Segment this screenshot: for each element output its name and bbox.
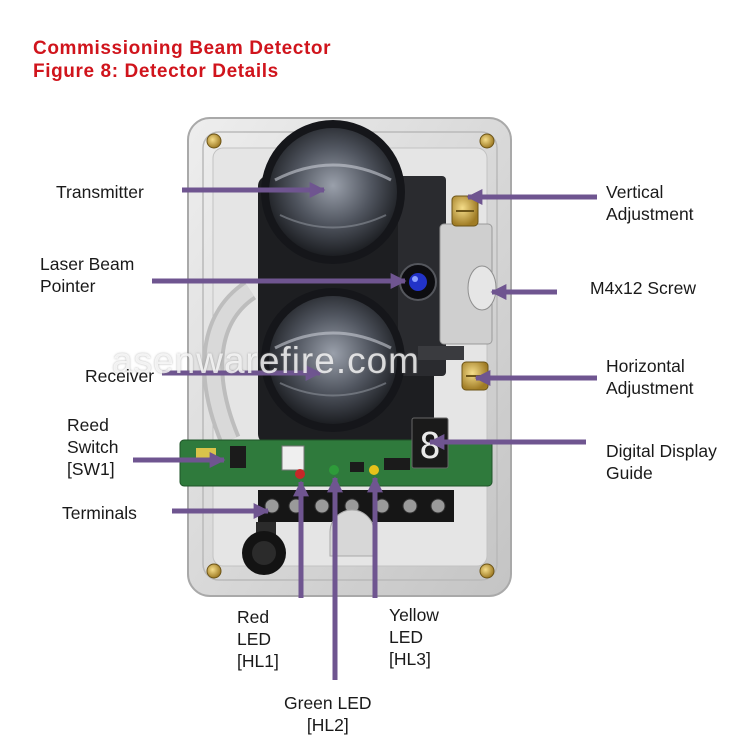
watermark: asenwarefire.com xyxy=(112,340,421,381)
label-reed-switch: Reed Switch [SW1] xyxy=(67,415,119,479)
label-laser-beam-pointer: Laser Beam Pointer xyxy=(40,254,135,296)
figure-title-line2: Figure 8: Detector Details xyxy=(33,61,279,82)
label-receiver: Receiver xyxy=(85,366,155,386)
laser-pointer-lens xyxy=(399,263,437,301)
receiver-lens xyxy=(261,288,405,432)
label-yellow-led: Yellow LED [HL3] xyxy=(389,605,439,669)
label-green-led: Green LED [HL2] xyxy=(284,693,372,735)
label-terminals: Terminals xyxy=(62,503,137,523)
cable-gland xyxy=(242,509,375,575)
label-m4x12-screw: M4x12 Screw xyxy=(590,278,697,298)
pointer-arrows xyxy=(133,181,597,680)
label-horizontal-adjustment: Horizontal Adjustment xyxy=(606,356,694,398)
label-transmitter: Transmitter xyxy=(56,182,144,202)
corner-screws xyxy=(206,133,495,579)
label-vertical-adjustment: Vertical Adjustment xyxy=(606,182,694,224)
label-digital-display-guide: Digital Display Guide xyxy=(606,441,717,483)
display-digit: 8 xyxy=(419,426,441,467)
adjustment-bracket xyxy=(439,223,497,345)
vertical-adjustment-screw xyxy=(451,195,479,227)
transmitter-lens xyxy=(261,120,405,264)
figure-title-line1: Commissioning Beam Detector xyxy=(33,38,332,59)
label-red-led: Red LED [HL1] xyxy=(237,607,279,671)
ribbon-cable xyxy=(202,280,257,445)
